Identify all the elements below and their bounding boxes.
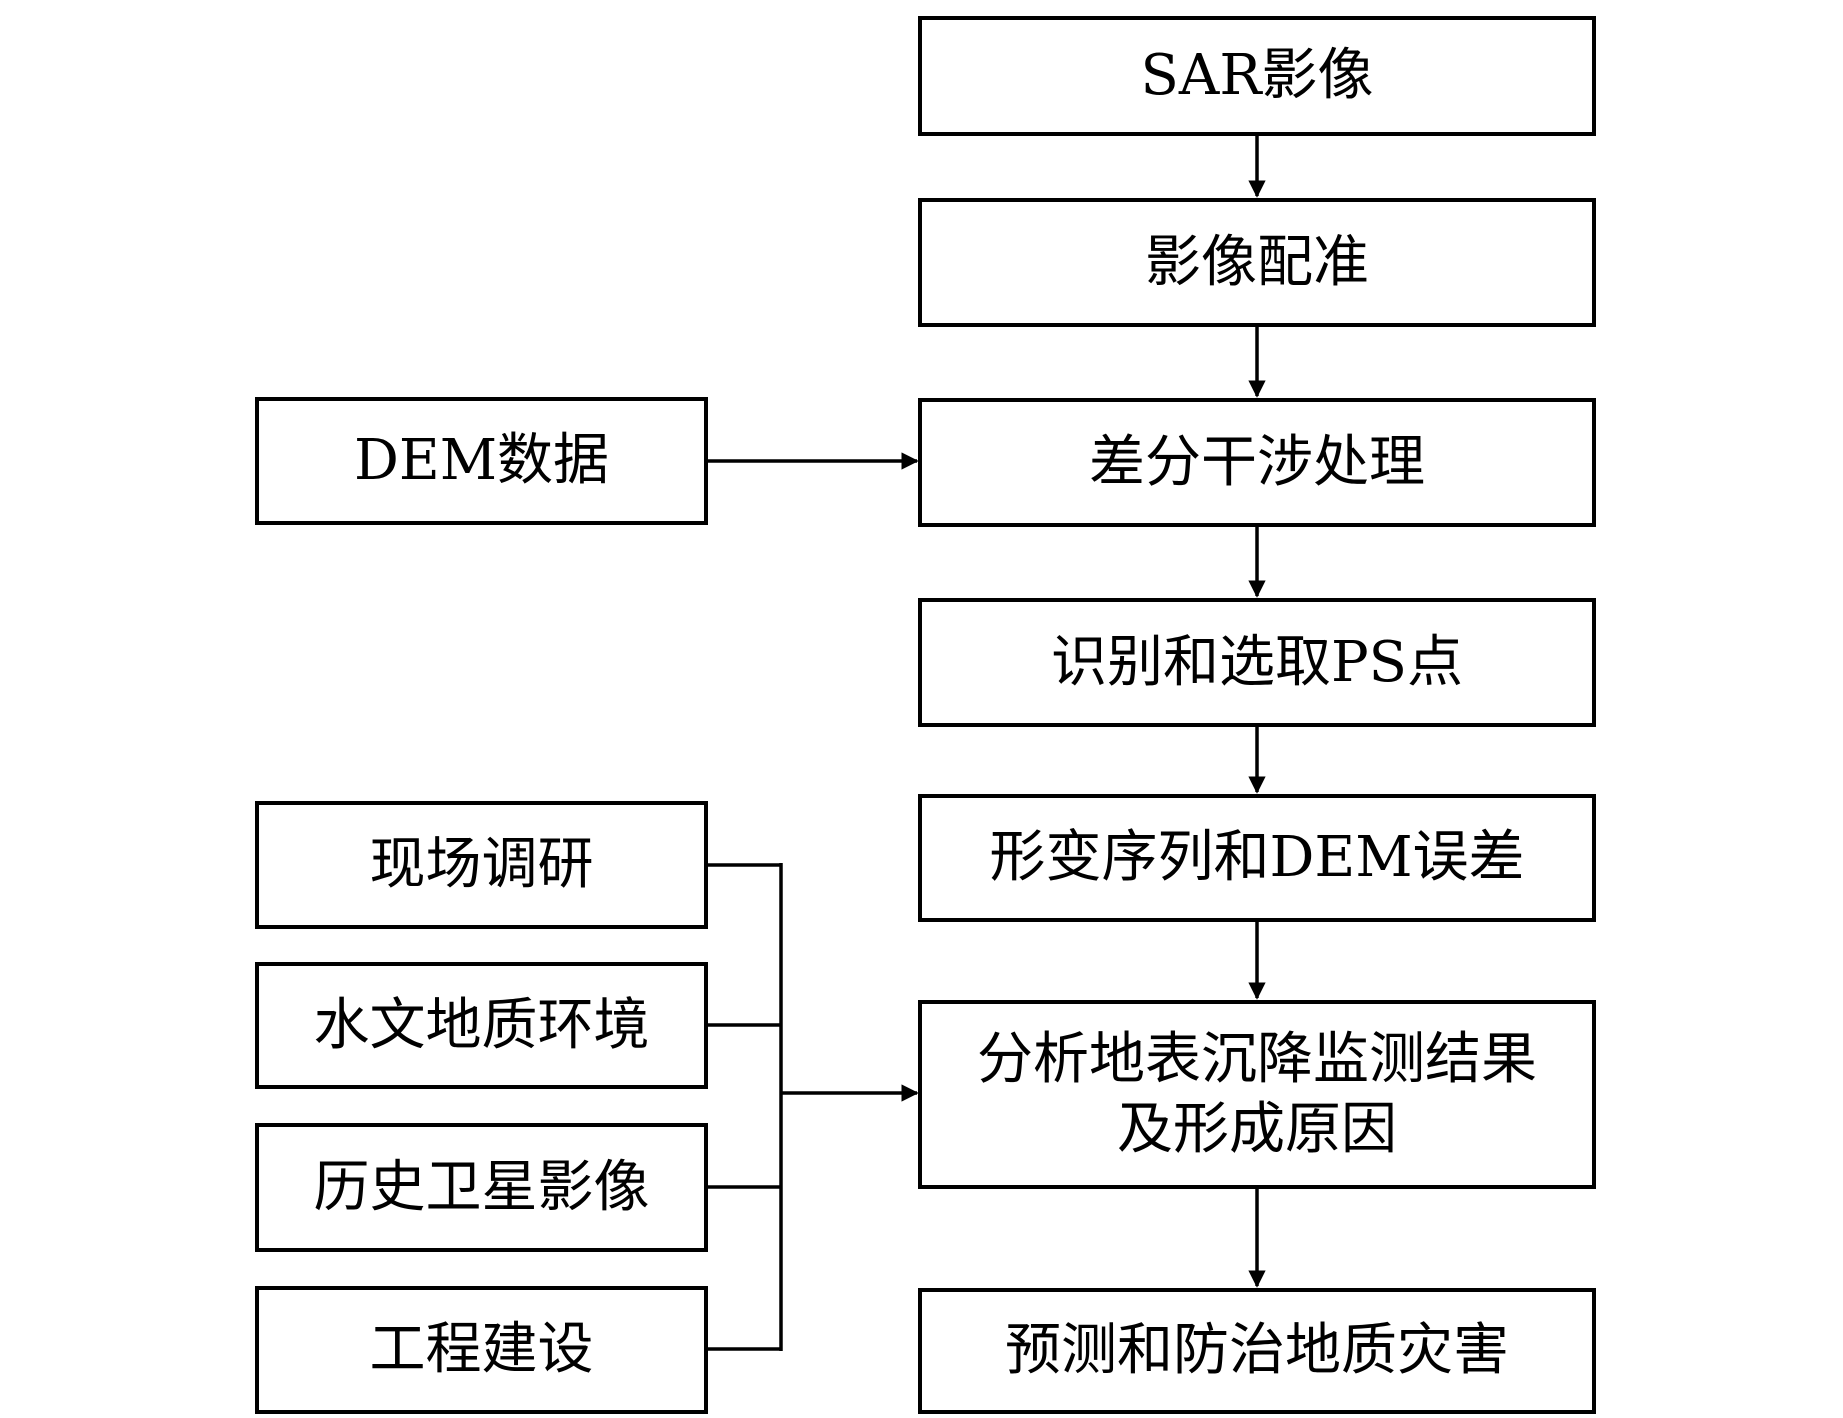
deformation-dem-error-label: 形变序列和DEM误差 <box>989 825 1525 890</box>
hazard-prediction-label: 预测和防治地质灾害 <box>1005 1318 1509 1383</box>
ps-point-selection-box: 识别和选取PS点 <box>918 598 1596 727</box>
dem-data-label: DEM数据 <box>353 428 610 493</box>
hydrogeology-box: 水文地质环境 <box>255 962 708 1089</box>
field-survey-box: 现场调研 <box>255 801 708 929</box>
historical-satellite-box: 历史卫星影像 <box>255 1123 708 1252</box>
dem-data-box: DEM数据 <box>255 397 708 525</box>
image-registration-box: 影像配准 <box>918 198 1596 327</box>
hazard-prediction-box: 预测和防治地质灾害 <box>918 1288 1596 1414</box>
subsidence-analysis-box: 分析地表沉降监测结果 及形成原因 <box>918 1000 1596 1189</box>
image-registration-label: 影像配准 <box>1145 229 1369 295</box>
historical-satellite-label: 历史卫星影像 <box>313 1154 650 1220</box>
field-survey-label: 现场调研 <box>369 832 594 897</box>
hydrogeology-label: 水文地质环境 <box>313 992 650 1058</box>
engineering-construction-label: 工程建设 <box>369 1317 594 1382</box>
differential-interferometry-box: 差分干涉处理 <box>918 398 1596 527</box>
sar-image-label: SAR影像 <box>1140 43 1374 108</box>
subsidence-analysis-label-line2: 及形成原因 <box>1117 1096 1397 1162</box>
sar-image-box: SAR影像 <box>918 16 1596 136</box>
deformation-dem-error-box: 形变序列和DEM误差 <box>918 794 1596 922</box>
differential-interferometry-label: 差分干涉处理 <box>1089 429 1425 495</box>
ps-point-selection-label: 识别和选取PS点 <box>1050 629 1464 695</box>
subsidence-analysis-label-line1: 分析地表沉降监测结果 <box>977 1026 1537 1092</box>
engineering-construction-box: 工程建设 <box>255 1286 708 1414</box>
